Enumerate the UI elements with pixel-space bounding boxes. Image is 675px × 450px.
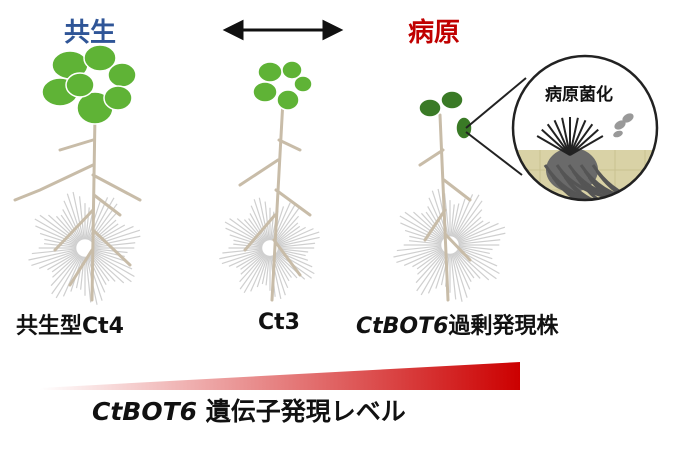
symbiosis-header: 共生 [64,18,117,48]
root-branch [13,163,95,202]
hypha-spike [569,135,604,156]
hypha-spike [569,119,587,156]
root-branch [274,188,312,217]
hypha [575,176,628,200]
expression-gradient [40,362,520,390]
hypha [559,170,612,200]
hypha-spike [553,119,571,156]
expression-level-label: CtBOT6 遺伝子発現レベル [92,392,406,428]
leaf [65,72,95,98]
leaf [276,89,300,111]
leaf [418,98,442,118]
hypha-spike [569,128,599,156]
leaf [103,85,133,111]
caption-overexpression: CtBOT6過剰発現株 [356,308,558,340]
root-branch [243,213,277,252]
caption-overexpression-text: 過剰発現株 [448,314,559,339]
leaf [107,62,137,88]
root-branch [442,178,472,202]
root-ball [393,188,506,302]
root-balls [28,188,506,305]
root-branch [438,113,450,302]
root-ball [28,191,141,305]
hypha-spike [541,128,571,156]
root-branch [444,233,472,262]
leaf [293,75,313,93]
hypha [587,176,657,200]
root-branch [58,138,95,152]
hypha-spike [569,117,579,156]
hypha [571,170,642,200]
pathogen-header: 病原 [408,18,461,48]
root-branch [68,248,94,287]
leaf [257,61,283,83]
root-branch [272,238,302,277]
expression-gene-name: CtBOT6 [92,397,198,426]
root-branch [277,138,302,152]
root-branch [91,173,142,202]
leaf [83,44,117,72]
root-branch [418,148,445,167]
caption-ct4: 共生型Ct4 [16,314,124,339]
hypha-spike [546,123,571,156]
expression-level-text: 遺伝子発現レベル [197,397,406,426]
leaf [252,81,278,103]
inset-label: 病原菌化 [545,85,613,105]
inset-connector [465,77,527,176]
hypha [547,170,606,200]
root-branch [423,208,447,242]
root-branch [90,113,97,302]
double-headed-arrow-icon [222,19,344,41]
root-ball [219,197,320,299]
leaf [440,90,464,110]
root-branch [270,98,285,302]
plant-roots [13,98,472,302]
root-branch [53,208,95,252]
plant-leaves [41,44,473,140]
root-branch [238,158,280,187]
hypha-spike [561,117,571,156]
hypha [551,176,616,200]
hypha [563,176,622,200]
root-branch [92,193,122,217]
caption-gene-name: CtBOT6 [356,314,449,339]
hypha-spike [536,135,571,156]
caption-ct3: Ct3 [258,310,300,335]
leaf [281,60,303,80]
spore-icon [613,113,634,138]
root-branch [91,228,132,267]
hypha-spike [569,123,594,156]
